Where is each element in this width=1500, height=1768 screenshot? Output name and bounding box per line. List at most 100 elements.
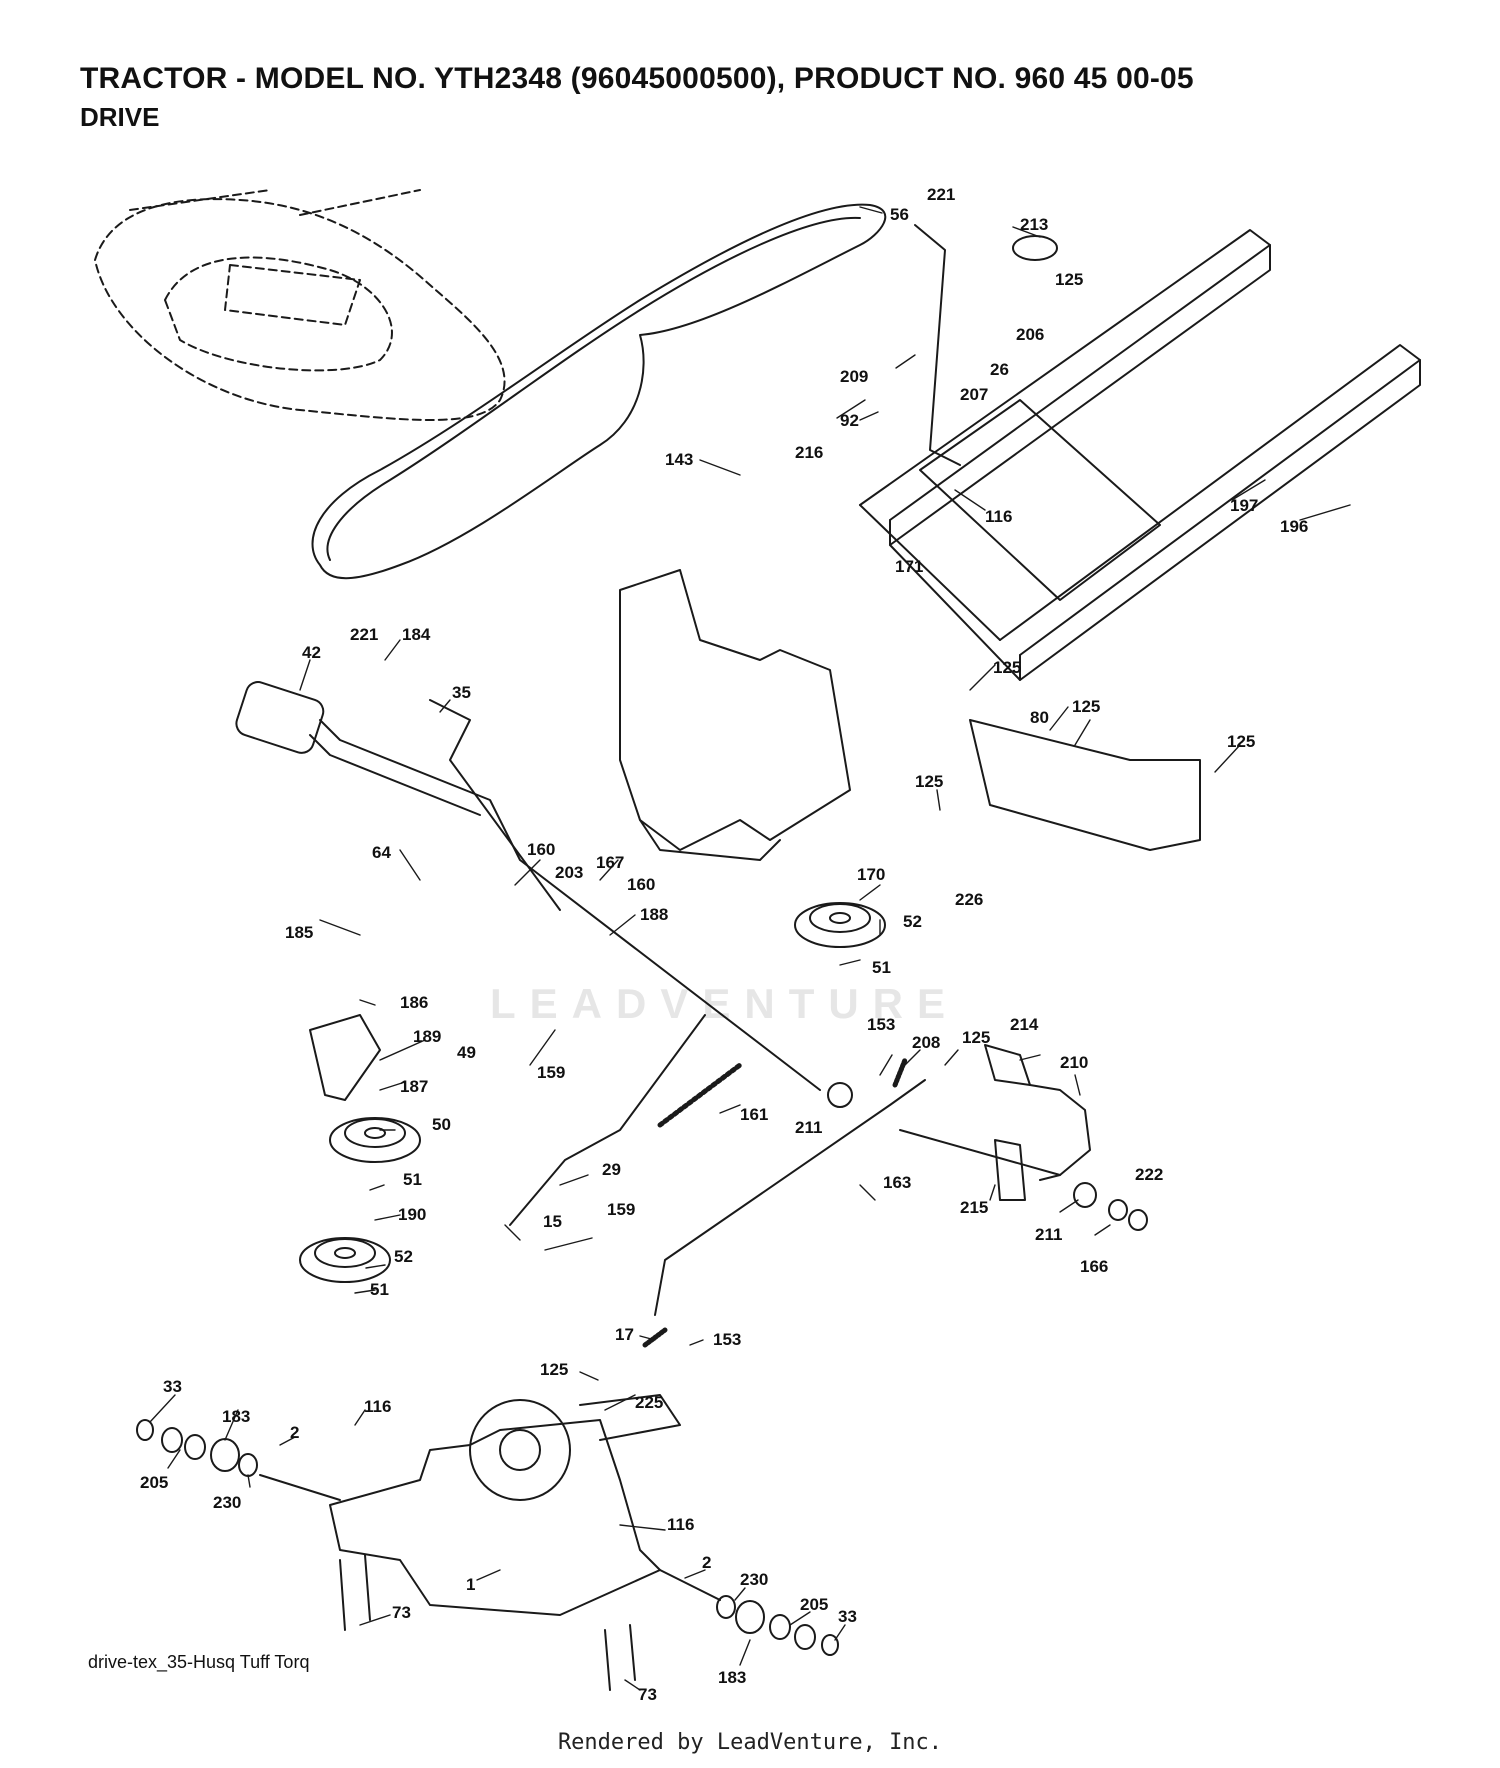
pulley-52-lower — [299, 1237, 391, 1283]
callout-50: 50 — [432, 1115, 451, 1134]
washer-166 — [1128, 1209, 1148, 1231]
callout-92: 92 — [840, 411, 859, 430]
callout-26: 26 — [990, 360, 1009, 379]
callout-116-b: 116 — [364, 1397, 391, 1416]
washer-230-left — [238, 1453, 258, 1477]
pedal-215 — [994, 1139, 1026, 1201]
callout-125-f: 125 — [962, 1028, 990, 1047]
callout-52-b: 52 — [394, 1247, 413, 1266]
drive-belt — [311, 203, 887, 580]
callout-222: 222 — [1135, 1165, 1163, 1184]
callout-205-b: 205 — [800, 1595, 828, 1614]
callout-167: 167 — [596, 853, 624, 872]
pedal-214 — [984, 1044, 1031, 1086]
callout-56: 56 — [890, 205, 909, 224]
bushing-211-a — [827, 1082, 853, 1108]
tractor-frame — [859, 229, 1421, 681]
callout-42: 42 — [302, 643, 321, 662]
bushing-211-b — [1073, 1182, 1097, 1208]
spring-208 — [892, 1057, 908, 1088]
washer-205-right-2 — [794, 1624, 816, 1650]
callout-183-a: 183 — [222, 1407, 250, 1426]
callout-153-a: 153 — [867, 1015, 895, 1034]
callout-51-b: 51 — [403, 1170, 422, 1189]
render-credit: Rendered by LeadVenture, Inc. — [557, 1730, 943, 1755]
callout-221-b: 221 — [350, 625, 378, 644]
callout-2-a: 2 — [290, 1423, 299, 1442]
callout-185: 185 — [285, 923, 313, 942]
callout-159-a: 159 — [537, 1063, 565, 1082]
callout-160-a: 160 — [527, 840, 555, 859]
callout-196: 196 — [1280, 517, 1308, 536]
spring-161 — [657, 1062, 743, 1128]
callout-206: 206 — [1016, 325, 1044, 344]
pedal-cross-shaft — [899, 1129, 1061, 1176]
bushing-183-right — [735, 1600, 765, 1634]
transaxle-assembly — [259, 1394, 721, 1691]
washer-230-right — [716, 1595, 736, 1619]
clip-33-right — [821, 1634, 839, 1656]
callout-125-e: 125 — [915, 772, 943, 791]
callout-1: 1 — [466, 1575, 475, 1594]
callout-125-g: 125 — [540, 1360, 568, 1379]
callout-29: 29 — [602, 1160, 621, 1179]
bushing-183-left — [210, 1438, 240, 1472]
callout-211-a: 211 — [795, 1118, 822, 1137]
callout-125-d: 125 — [1227, 732, 1255, 751]
callout-64: 64 — [372, 843, 391, 862]
callout-205-a: 205 — [140, 1473, 168, 1492]
pulley-52-upper — [794, 902, 886, 948]
callout-184: 184 — [402, 625, 431, 644]
callout-160-b: 160 — [627, 875, 655, 894]
bracket-80 — [969, 719, 1201, 851]
callout-221-a: 221 — [927, 185, 955, 204]
callout-230-a: 230 — [213, 1493, 241, 1512]
callout-125-a: 125 — [1055, 270, 1083, 289]
frame-front-plate — [619, 569, 851, 851]
callout-163: 163 — [883, 1173, 911, 1192]
callout-213: 213 — [1020, 215, 1048, 234]
callout-125-c: 125 — [1072, 697, 1100, 716]
callout-80: 80 — [1030, 708, 1049, 727]
washer-205-left-1 — [161, 1427, 183, 1453]
callout-125-b: 125 — [993, 658, 1021, 677]
callout-183-b: 183 — [718, 1668, 746, 1687]
callout-161: 161 — [740, 1105, 768, 1124]
callout-215: 215 — [960, 1198, 988, 1217]
callout-73-a: 73 — [392, 1603, 411, 1622]
callout-210: 210 — [1060, 1053, 1088, 1072]
callout-159-b: 159 — [607, 1200, 635, 1219]
callout-33-a: 33 — [163, 1377, 182, 1396]
callout-116-c: 116 — [667, 1515, 694, 1534]
washer-222 — [1108, 1199, 1128, 1221]
callout-225: 225 — [635, 1393, 663, 1412]
callout-35: 35 — [452, 683, 471, 702]
pedal-arm-210 — [1029, 1084, 1091, 1181]
callout-15: 15 — [543, 1212, 562, 1231]
callout-209: 209 — [840, 367, 868, 386]
mower-deck-outline — [94, 189, 506, 421]
callout-190: 190 — [398, 1205, 426, 1224]
callout-170: 170 — [857, 865, 885, 884]
callout-211-b: 211 — [1035, 1225, 1062, 1244]
callout-207: 207 — [960, 385, 988, 404]
knob-213 — [1012, 235, 1058, 261]
clip-33-left — [136, 1419, 154, 1441]
callout-17: 17 — [615, 1325, 634, 1344]
callout-33-b: 33 — [838, 1607, 857, 1626]
section-subtitle: DRIVE — [80, 102, 160, 132]
callout-230-b: 230 — [740, 1570, 768, 1589]
callout-73-b: 73 — [638, 1685, 657, 1704]
page-title: TRACTOR - MODEL NO. YTH2348 (96045000500… — [80, 62, 1194, 95]
callout-143: 143 — [665, 450, 693, 469]
callout-226: 226 — [955, 890, 983, 909]
callout-208: 208 — [912, 1033, 940, 1052]
callout-188: 188 — [640, 905, 668, 924]
callout-189: 189 — [413, 1027, 441, 1046]
washer-205-right-1 — [769, 1614, 791, 1640]
watermark: LEADVENTURE — [490, 980, 960, 1027]
callout-51-a: 51 — [872, 958, 891, 977]
rod-29 — [509, 1014, 706, 1226]
callout-197: 197 — [1230, 496, 1258, 515]
